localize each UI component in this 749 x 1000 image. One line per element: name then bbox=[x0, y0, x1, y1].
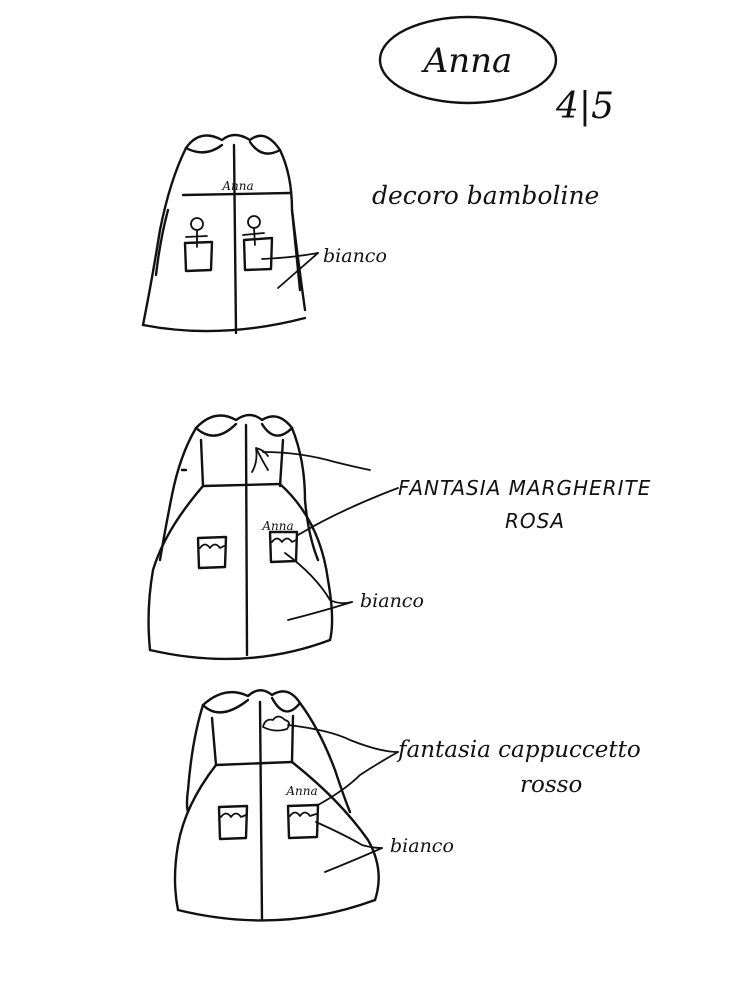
sketch-2: Anna FANTASIA MARGHERITE ROSA bianco bbox=[147, 413, 651, 661]
garment-1-label: decoro bamboline bbox=[372, 181, 599, 210]
garment-1-pocket-text: Anna bbox=[221, 179, 253, 193]
garment-2-color-note: bianco bbox=[360, 590, 424, 612]
garment-3-drawing bbox=[173, 689, 399, 922]
header-name: Anna bbox=[421, 41, 513, 81]
garment-3-pocket-text: Anna bbox=[285, 784, 317, 798]
garment-2-label-line1: FANTASIA MARGHERITE bbox=[398, 476, 651, 500]
name-oval bbox=[378, 15, 558, 105]
garment-2-label-line2: ROSA bbox=[505, 509, 565, 533]
sketch-3: Anna fantasia cappuccetto rosso bianco bbox=[173, 689, 641, 922]
garment-3-color-note: bianco bbox=[390, 835, 454, 857]
garment-2-pocket-text: Anna bbox=[261, 519, 293, 533]
garment-3-label-line1: fantasia cappuccetto bbox=[396, 737, 641, 763]
garment-2-drawing bbox=[147, 413, 399, 661]
header: Anna 4|5 bbox=[378, 15, 614, 127]
sketch-1: Anna decoro bamboline bianco bbox=[141, 133, 599, 335]
page-number: 4|5 bbox=[555, 86, 614, 127]
garment-3-label-line2: rosso bbox=[520, 772, 582, 798]
garment-1-color-note: bianco bbox=[323, 245, 387, 267]
garment-1-drawing bbox=[141, 133, 319, 335]
